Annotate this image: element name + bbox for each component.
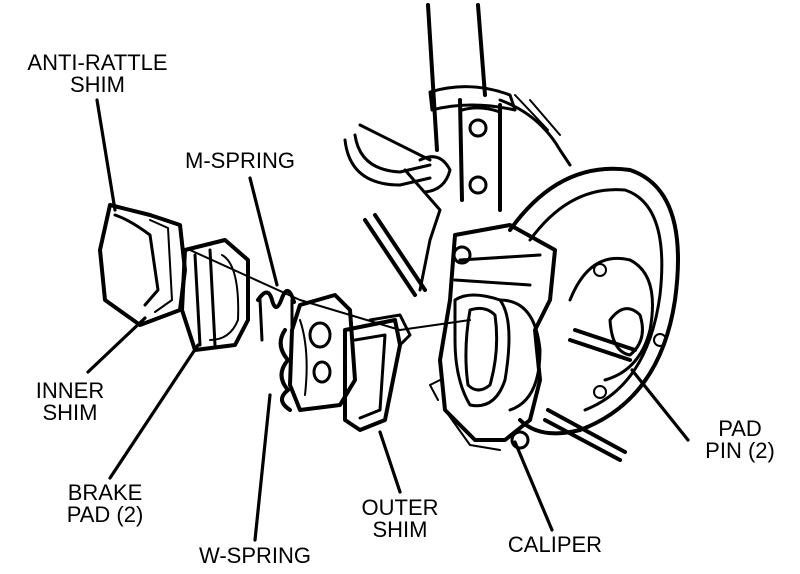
inner-shim-label-line1: INNER xyxy=(35,378,105,403)
pad-pins xyxy=(363,213,637,462)
outer-shim-label-line1: OUTER xyxy=(361,495,439,520)
leader-pad-pin xyxy=(630,368,690,442)
outer-shim-part xyxy=(343,313,412,432)
inner-shim-label-line2: SHIM xyxy=(42,400,98,425)
pad-pin-label-line2: PIN (2) xyxy=(705,438,775,463)
label-inner-shim: INNER SHIM xyxy=(20,380,120,424)
brake-pad-label-line1: BRAKE xyxy=(67,480,143,505)
m-spring-label-line1: M-SPRING xyxy=(185,148,295,173)
anti-rattle-label-line2: SHIM xyxy=(70,72,125,97)
label-pad-pin: PAD PIN (2) xyxy=(690,418,790,462)
w-spring-label-line1: W-SPRING xyxy=(198,543,312,568)
anti-rattle-shim xyxy=(98,203,187,327)
leader-anti-rattle-shim xyxy=(95,98,117,212)
outer-shim-label-line2: SHIM xyxy=(372,517,428,542)
brake-pad-label-line2: PAD (2) xyxy=(66,502,144,527)
label-outer-shim: OUTER SHIM xyxy=(350,497,450,541)
w-spring-part xyxy=(278,328,292,412)
leader-caliper xyxy=(513,440,554,532)
label-caliper: CALIPER xyxy=(490,534,620,556)
leader-brake-pad xyxy=(108,343,200,480)
label-m-spring: M-SPRING xyxy=(165,150,315,172)
label-anti-rattle-shim: ANTI-RATTLE SHIM xyxy=(5,52,190,96)
brake-hose xyxy=(343,123,452,292)
strut-assembly xyxy=(426,3,572,212)
caliper-label-line1: CALIPER xyxy=(507,532,603,557)
leader-outer-shim xyxy=(378,430,402,494)
outer-brake-pad xyxy=(288,293,357,412)
assembly-axis-line xyxy=(189,249,471,331)
brake-rotor xyxy=(508,166,680,436)
label-brake-pad: BRAKE PAD (2) xyxy=(45,482,165,526)
leader-m-spring xyxy=(248,176,279,287)
leader-w-spring xyxy=(253,393,272,542)
label-w-spring: W-SPRING xyxy=(180,545,330,567)
inner-brake-pad xyxy=(180,238,250,352)
leader-inner-shim xyxy=(86,316,147,374)
m-spring-part xyxy=(256,289,296,342)
caliper-body xyxy=(429,223,557,451)
pad-pin-label-line1: PAD xyxy=(718,416,762,441)
anti-rattle-label-line1: ANTI-RATTLE xyxy=(27,50,168,75)
